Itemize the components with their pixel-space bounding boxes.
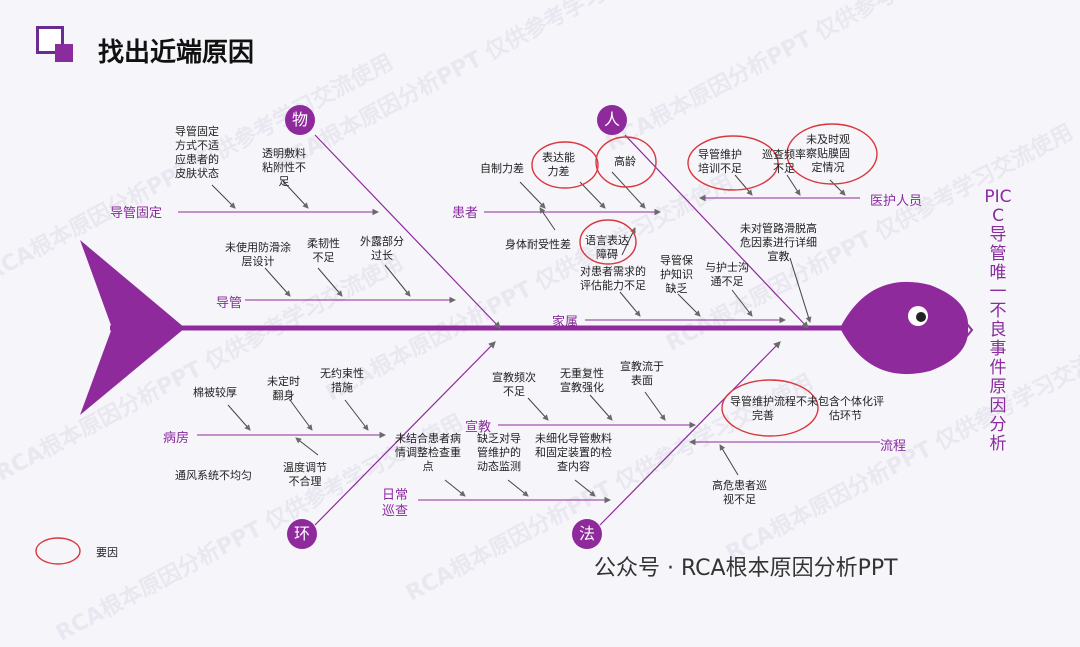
- key-cause-ellipse: [721, 379, 819, 437]
- cause-text: 导管维护 培训不足: [698, 148, 742, 175]
- fish-head: [840, 281, 969, 375]
- key-cause-ellipse: [687, 135, 779, 191]
- key-cause-ellipse: [531, 141, 599, 189]
- subcategory-label: 宣教: [465, 420, 492, 435]
- cause-text: 宣教流于 表面: [620, 360, 664, 387]
- cause-text: 未对管路滑脱高 危因素进行详细 宣教: [740, 222, 817, 263]
- cause-text: 无重复性 宣教强化: [560, 367, 604, 394]
- cause-text: 棉被较厚: [193, 386, 237, 399]
- logo-square-fill: [55, 44, 73, 62]
- cause-text: 温度调节 不合理: [283, 461, 327, 488]
- cause-text: 宣教频次 不足: [492, 371, 536, 398]
- cause-text: 巡查频率 不足: [762, 148, 806, 175]
- cause-text: 通风系统不均匀: [175, 469, 252, 482]
- legend-label: 要因: [96, 546, 118, 559]
- subcategory-label: 医护人员: [870, 194, 923, 209]
- legend-ellipse: [35, 537, 81, 565]
- subcategory-label: 家属: [552, 315, 579, 330]
- category-circle-huan: 环: [287, 519, 317, 549]
- footer-credit: 公众号 · RCA根本原因分析PPT: [594, 556, 898, 581]
- cause-text: 外露部分 过长: [360, 235, 404, 262]
- cause-text: 导管维护流程不未包含个体化评 完善 估环节: [730, 395, 884, 422]
- cause-text: 未结合患者病 情调整检查重 点: [395, 432, 461, 473]
- cause-text: 透明敷料 粘附性不 足: [262, 147, 306, 188]
- cause-text: 与护士沟 通不足: [705, 261, 749, 288]
- cause-text: 未使用防滑涂 层设计: [225, 241, 291, 268]
- cause-text: 未定时 翻身: [267, 375, 300, 402]
- cause-text: 导管固定 方式不适 应患者的 皮肤状态: [175, 125, 219, 180]
- fishbone-lines: [35, 123, 974, 565]
- cause-text: 高危患者巡 视不足: [712, 479, 767, 506]
- fish-pupil: [916, 312, 926, 322]
- bone-huan: [314, 341, 496, 526]
- key-cause-ellipse: [595, 136, 657, 188]
- subcategory-label: 日常 巡查: [382, 488, 409, 519]
- category-circle-wu: 物: [285, 105, 315, 135]
- cause-text: 柔韧性 不足: [307, 237, 340, 264]
- page-title: 找出近端原因: [98, 38, 255, 68]
- cause-text: 未及时观 察贴膜固 定情况: [806, 133, 850, 174]
- cause-text: 身体耐受性差: [505, 238, 571, 251]
- bone-wu: [314, 134, 501, 329]
- key-cause-ellipse: [579, 219, 637, 265]
- subcategory-label: 病房: [163, 431, 190, 446]
- cause-text: 缺乏对导 管维护的 动态监测: [477, 432, 521, 473]
- category-circle-fa: 法: [572, 519, 602, 549]
- logo-square-outline: [36, 26, 64, 54]
- cause-text: 自制力差: [480, 162, 524, 175]
- subcategory-label: 导管: [216, 296, 243, 311]
- cause-text: 无约束性 措施: [320, 367, 364, 394]
- cause-text: 未细化导管敷料 和固定装置的检 查内容: [535, 432, 612, 473]
- head-arrow-icon: [961, 317, 974, 343]
- subcategory-label: 患者: [452, 206, 479, 221]
- cause-text: 对患者需求的 评估能力不足: [580, 265, 646, 292]
- vertical-title: PICC导管唯一不良事件原因分析: [984, 187, 1012, 454]
- category-circle-ren: 人: [597, 105, 627, 135]
- cause-text: 导管保 护知识 缺乏: [660, 254, 693, 295]
- cause-text: 语言表达 障碍: [585, 234, 629, 261]
- cause-text: 表达能 力差: [542, 151, 575, 178]
- bone-fa: [599, 341, 781, 526]
- cause-text: 高龄: [614, 155, 636, 168]
- key-cause-ellipse: [786, 123, 878, 185]
- subcategory-label: 导管固定: [110, 206, 163, 221]
- subcategory-label: 流程: [880, 439, 907, 454]
